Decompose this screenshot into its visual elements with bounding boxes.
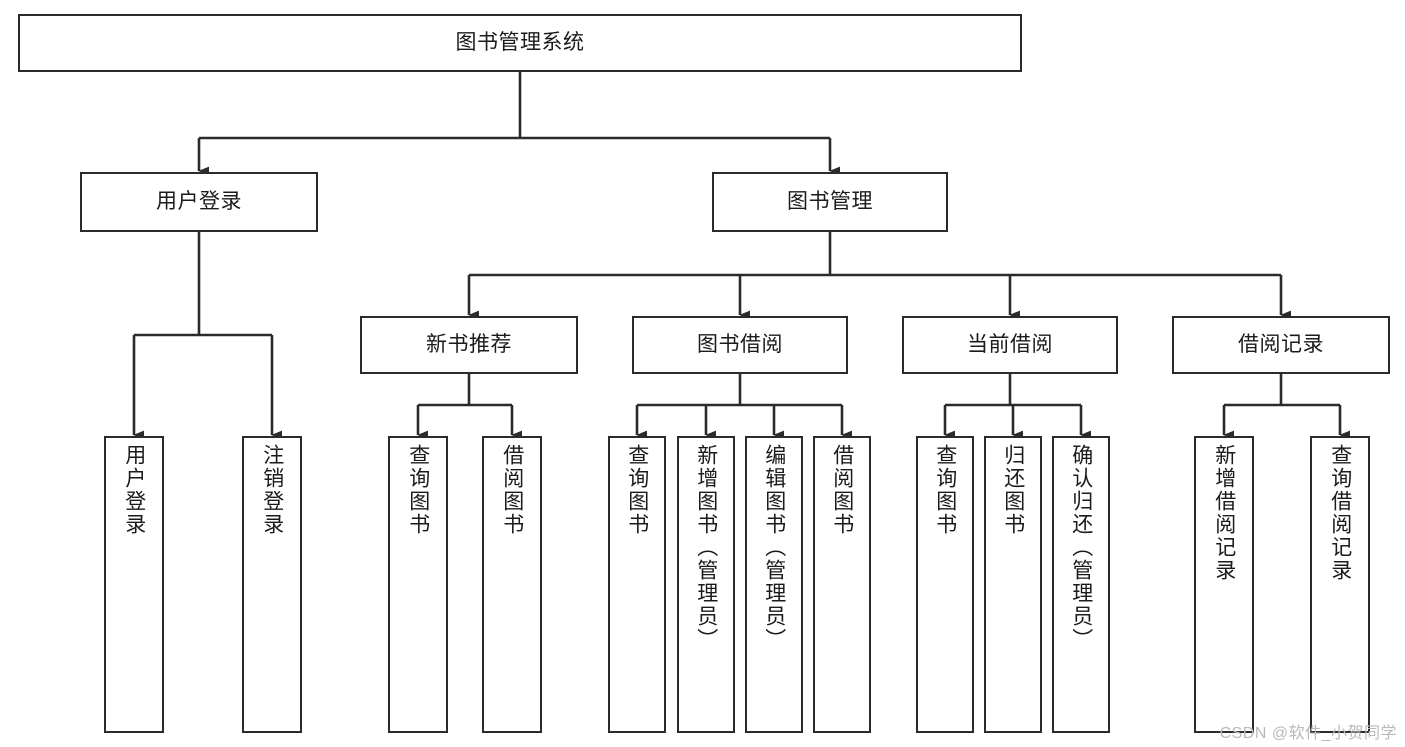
leaf-borrow-book-rec[interactable]: 借阅图书 <box>482 436 542 733</box>
leaf-query-book-borrow[interactable]: 查询图书 <box>608 436 666 733</box>
node-root-label: 图书管理系统 <box>455 30 585 54</box>
leaf-add-borrow-record-label: 新增借阅记录 <box>1212 444 1236 582</box>
csdn-watermark: CSDN @软件_小贺同学 <box>1219 725 1397 742</box>
node-book-manage-label: 图书管理 <box>787 189 873 213</box>
leaf-edit-book-admin-label: 编辑图书（管理员） <box>762 444 786 651</box>
leaf-query-borrow-record-label: 查询借阅记录 <box>1328 444 1352 582</box>
leaf-confirm-return-admin[interactable]: 确认归还（管理员） <box>1052 436 1110 733</box>
leaf-confirm-return-admin-label: 确认归还（管理员） <box>1069 444 1093 651</box>
connector-paths <box>132 72 1351 440</box>
leaf-query-book-rec-label: 查询图书 <box>406 444 430 536</box>
leaf-add-book-admin-label: 新增图书（管理员） <box>694 444 718 651</box>
leaf-edit-book-admin[interactable]: 编辑图书（管理员） <box>745 436 803 733</box>
node-new-book-recommend-label: 新书推荐 <box>426 332 512 356</box>
node-borrow-record[interactable]: 借阅记录 <box>1172 316 1390 374</box>
node-book-manage[interactable]: 图书管理 <box>712 172 948 232</box>
leaf-query-book-current-label: 查询图书 <box>933 444 957 536</box>
node-book-borrow-label: 图书借阅 <box>697 332 783 356</box>
node-borrow-record-label: 借阅记录 <box>1238 332 1324 356</box>
node-current-borrow-label: 当前借阅 <box>967 332 1053 356</box>
node-current-borrow[interactable]: 当前借阅 <box>902 316 1118 374</box>
leaf-add-book-admin[interactable]: 新增图书（管理员） <box>677 436 735 733</box>
node-book-borrow[interactable]: 图书借阅 <box>632 316 848 374</box>
leaf-query-book-borrow-label: 查询图书 <box>625 444 649 536</box>
leaf-return-book-label: 归还图书 <box>1001 444 1025 536</box>
leaf-add-borrow-record[interactable]: 新增借阅记录 <box>1194 436 1254 733</box>
node-user-login[interactable]: 用户登录 <box>80 172 318 232</box>
leaf-borrow-book-rec-label: 借阅图书 <box>500 444 524 536</box>
leaf-query-book-current[interactable]: 查询图书 <box>916 436 974 733</box>
leaf-query-borrow-record[interactable]: 查询借阅记录 <box>1310 436 1370 733</box>
node-user-login-label: 用户登录 <box>156 189 242 213</box>
leaf-query-book-rec[interactable]: 查询图书 <box>388 436 448 733</box>
leaf-borrow-book-label: 借阅图书 <box>830 444 854 536</box>
leaf-user-logout-label: 注销登录 <box>260 444 284 536</box>
node-root[interactable]: 图书管理系统 <box>18 14 1022 72</box>
leaf-user-login-label: 用户登录 <box>122 444 146 536</box>
leaf-user-logout[interactable]: 注销登录 <box>242 436 302 733</box>
leaf-return-book[interactable]: 归还图书 <box>984 436 1042 733</box>
node-new-book-recommend[interactable]: 新书推荐 <box>360 316 578 374</box>
leaf-user-login[interactable]: 用户登录 <box>104 436 164 733</box>
leaf-borrow-book[interactable]: 借阅图书 <box>813 436 871 733</box>
